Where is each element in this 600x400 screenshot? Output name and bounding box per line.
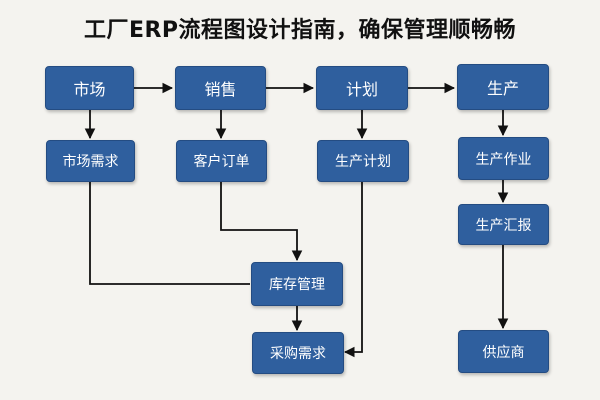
node-inventory: 库存管理 [251,262,343,306]
edge-order-inventory [220,182,303,262]
node-plan: 计划 [316,66,408,110]
edge-demand-inventory [89,182,250,285]
edge-plan-purchase [343,182,363,358]
node-production-work: 生产作业 [458,137,549,180]
node-supplier: 供应商 [458,330,549,373]
node-production-plan: 生产计划 [317,140,409,182]
diagram-title: 工厂ERP流程图设计指南，确保管理顺畅畅 [83,18,517,43]
node-sales: 销售 [175,66,266,110]
node-customer-order: 客户订单 [176,140,267,182]
node-market: 市场 [45,66,134,110]
node-production-report: 生产汇报 [458,204,549,245]
node-purchase-demand: 采购需求 [252,332,344,374]
node-market-demand: 市场需求 [46,140,135,182]
node-production: 生产 [457,64,549,110]
